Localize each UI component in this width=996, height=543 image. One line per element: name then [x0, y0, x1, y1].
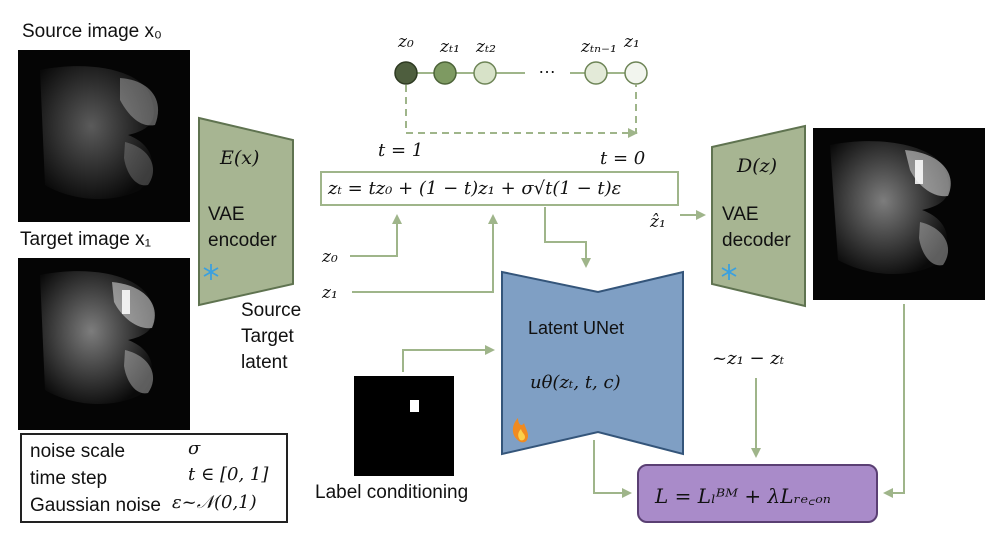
- node-label-ztn-1: zₜₙ₋₁: [581, 37, 617, 57]
- target-mri-image: [18, 258, 190, 430]
- z1-input-label: z₁: [322, 283, 338, 303]
- legend-gaussian-noise: Gaussian noise: [30, 495, 161, 516]
- node-label-z1: z₁: [624, 32, 640, 52]
- vae-decoder-block: [711, 124, 806, 308]
- notation-legend: noise scale σ time step t ∈ [0, 1] Gauss…: [20, 433, 288, 523]
- node-label-z0: z₀: [398, 32, 414, 52]
- trajectory-dashed-arrow: [405, 85, 637, 134]
- arrow-label-to-unet: [402, 345, 495, 372]
- node-zt2: [473, 61, 497, 85]
- loss-box: [637, 464, 878, 523]
- legend-noise-scale: noise scale: [30, 441, 126, 462]
- node-zt1: [433, 61, 457, 85]
- z0-input-label: z₀: [322, 247, 338, 267]
- node-z1: [624, 61, 648, 85]
- target-image-caption: Target image x₁: [20, 229, 152, 250]
- vae-encoder-block: [198, 116, 294, 307]
- encoder-line1: VAE: [208, 204, 245, 225]
- unet-function: uθ(zₜ, t, c): [530, 372, 621, 393]
- legend-t-range: t ∈ [0, 1]: [188, 464, 269, 485]
- reconstructed-mri-image: [813, 128, 985, 300]
- arrow-z1-to-equation: [352, 214, 498, 293]
- label-mask-image: [354, 376, 454, 476]
- interpolation-equation-box: zₜ = tz₀ + (1 − t)z₁ + σ√t(1 − t)ε: [320, 171, 679, 206]
- snowflake-icon: [721, 264, 737, 280]
- z1-hat-label: ẑ₁: [650, 212, 666, 232]
- node-label-zt1: zₜ₁: [440, 37, 460, 57]
- encoder-line2: encoder: [208, 230, 277, 251]
- t-one-label: t = 1: [378, 140, 424, 161]
- flame-icon: [512, 418, 529, 443]
- source-latent-label: Source: [241, 300, 302, 321]
- label-conditioning-caption: Label conditioning: [315, 482, 469, 503]
- legend-epsilon-dist: ε~𝒩(0,1): [172, 492, 257, 513]
- decoder-line2: decoder: [722, 230, 791, 251]
- trajectory-ellipsis: …: [538, 57, 556, 77]
- decoder-line1: VAE: [722, 204, 759, 225]
- source-mri-image: [18, 50, 190, 222]
- interpolation-equation: zₜ = tz₀ + (1 − t)z₁ + σ√t(1 − t)ε: [328, 178, 622, 199]
- velocity-target-label: ~z₁ − zₜ: [712, 348, 785, 369]
- loss-equation: L = Lₗᴮᴹ + λLᵣₑ꜀ₒₙ: [655, 484, 831, 508]
- dashed-arrowhead: [628, 128, 638, 138]
- latent-label: latent: [241, 352, 288, 373]
- arrow-decoded-to-loss: [883, 304, 905, 498]
- node-ztn-1: [584, 61, 608, 85]
- arrow-equation-to-unet: [544, 207, 591, 268]
- node-z0: [394, 61, 418, 85]
- source-image-caption: Source image x₀: [22, 21, 162, 42]
- unet-title: Latent UNet: [528, 318, 625, 338]
- arrow-unet-to-loss: [593, 440, 632, 498]
- decoder-function: D(z): [737, 155, 778, 177]
- t-zero-label: t = 0: [600, 148, 646, 169]
- snowflake-icon: [203, 264, 219, 280]
- encoder-function: E(x): [220, 147, 260, 169]
- arrow-z0-to-equation: [350, 214, 402, 257]
- latent-unet-block: [501, 270, 684, 456]
- node-label-zt2: zₜ₂: [476, 37, 496, 57]
- legend-time-step: time step: [30, 468, 108, 489]
- target-latent-label: Target: [241, 326, 294, 347]
- legend-sigma: σ: [188, 438, 201, 459]
